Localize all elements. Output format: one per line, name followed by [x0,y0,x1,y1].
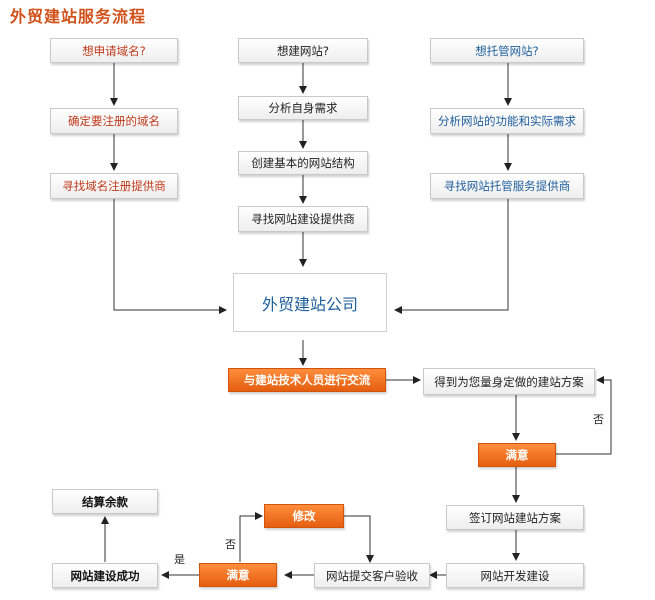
domain-step-registrar-box: 寻找域名注册提供商 [50,173,178,199]
arrow-modify-to-submit [344,515,374,563]
develop-box: 网站开发建设 [446,563,584,588]
website-step-structure-box: 创建基本的网站结构 [238,151,368,175]
no-label-1: 否 [593,413,604,426]
website-step-analyze-box: 分析自身需求 [238,96,368,120]
satisfied-decision-2: 满意 [199,563,277,587]
sign-proposal-box: 签订网站建站方案 [446,505,584,530]
submit-acceptance-box: 网站提交客户验收 [314,563,430,588]
satisfied-decision-1: 满意 [478,443,556,467]
success-box: 网站建设成功 [52,563,158,588]
modify-box: 修改 [264,504,344,528]
page-title: 外贸建站服务流程 [10,7,147,26]
website-question-box: 想建网站? [238,38,368,63]
communicate-box: 与建站技术人员进行交流 [228,368,386,392]
proposal-box: 得到为您量身定做的建站方案 [423,368,595,395]
hosting-step-provider-box: 寻找网站托管服务提供商 [430,173,584,199]
hosting-step-analyze-box: 分析网站的功能和实际需求 [430,108,584,134]
hosting-question-box: 想托管网站? [430,38,584,63]
arrow-domain-to-company [113,199,227,314]
company-node: 外贸建站公司 [233,273,387,332]
arrow-not-satisfied-loop [556,376,612,455]
arrow-hosting-to-company [394,199,509,314]
arrow-not-satisfied-to-modify [239,512,263,562]
website-step-provider-box: 寻找网站建设提供商 [238,206,368,232]
yes-label: 是 [174,553,185,566]
domain-step-choose-box: 确定要注册的域名 [50,108,178,134]
no-label-2: 否 [225,538,236,551]
final-payment-box: 结算余款 [52,489,158,514]
domain-question-box: 想申请域名? [50,38,178,63]
